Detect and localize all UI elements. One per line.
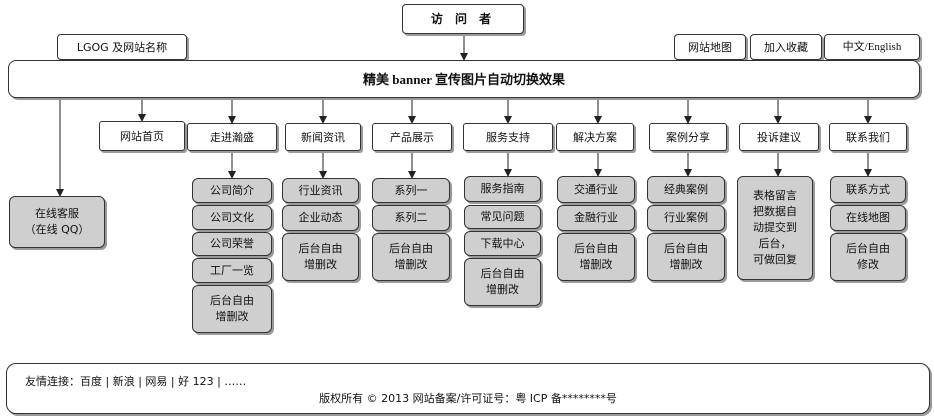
sub-menu-item[interactable]: 下载中心 [464, 231, 541, 256]
sub-menu-line: 系列一 [394, 183, 428, 197]
sub-menu-line: 后台自由 [298, 242, 343, 255]
sub-menu-line: 下载中心 [480, 236, 525, 250]
sub-menu-line: 金融行业 [574, 211, 618, 224]
nav-item[interactable]: 服务支持 [463, 123, 553, 151]
sub-menu-line: 工厂一览 [210, 263, 254, 277]
sub-menu-item[interactable]: 后台自由修改 [830, 233, 906, 281]
online-service-line: 在线客服 [35, 207, 79, 220]
sub-menu-line: 增删改 [579, 258, 613, 271]
sub-menu-line: 增删改 [304, 258, 337, 271]
sub-menu-item[interactable]: 联系方式 [830, 176, 906, 203]
nav-item[interactable]: 投诉建议 [739, 123, 819, 151]
sub-menu-line: 可做回复 [753, 253, 797, 266]
sub-menu-line: 后台， [758, 237, 792, 250]
sub-menu-item[interactable]: 行业案例 [647, 205, 725, 231]
language-switch-link[interactable]: 中文/English [824, 34, 920, 60]
sub-menu-item[interactable]: 经典案例 [647, 176, 725, 203]
sub-menu-line: 修改 [857, 258, 879, 271]
sub-menu-line: 后台自由 [664, 242, 708, 255]
sub-menu-item[interactable]: 交通行业 [557, 176, 635, 203]
friend-links[interactable]: 友情连接：百度 | 新浪 | 网易 | 好 123 | …… [25, 375, 247, 388]
nav-item[interactable]: 产品展示 [372, 123, 452, 151]
sub-menu-line: 把数据自 [753, 205, 797, 218]
nav-item[interactable]: 解决方案 [556, 123, 634, 151]
sub-menu-line: 企业动态 [298, 211, 343, 224]
sub-menu-line: 在线地图 [846, 211, 890, 224]
online-service-line: （在线 QQ） [24, 223, 90, 236]
sub-menu-item[interactable]: 行业资讯 [282, 178, 359, 203]
sub-menu-item[interactable]: 表格留言把数据自动提交到后台， 可做回复 [737, 176, 813, 280]
copyright-text: 版权所有 © 2013 网站备案/许可证号：粤 ICP 备********号 [319, 392, 617, 405]
sub-menu-line: 服务指南 [480, 182, 525, 195]
logo-site-name-box[interactable]: LGOG 及网站名称 [57, 34, 187, 60]
sub-menu-item[interactable]: 服务指南 [464, 176, 541, 202]
sub-menu-line: 表格留言 [753, 189, 797, 202]
sub-menu-item[interactable]: 公司简介 [192, 178, 272, 203]
sub-menu-item[interactable]: 企业动态 [282, 205, 359, 231]
sub-menu-item[interactable]: 后台自由增删改 [282, 233, 359, 281]
nav-item[interactable]: 案例分享 [649, 123, 727, 151]
sub-menu-item[interactable]: 在线地图 [830, 205, 906, 231]
sub-menu-line: 后台自由 [846, 242, 890, 255]
sub-menu-line: 交通行业 [574, 182, 618, 196]
sub-menu-line: 系列二 [394, 211, 428, 224]
sub-menu-line: 行业资讯 [298, 183, 343, 197]
sub-menu-line: 后台自由 [480, 267, 525, 280]
sub-menu-line: 动提交到 [753, 221, 797, 234]
sub-menu-item[interactable]: 后台自由增删改 [557, 233, 635, 281]
sub-menu-line: 后台自由 [210, 294, 254, 307]
sub-menu-item[interactable]: 后台自由增删改 [192, 285, 272, 333]
sub-menu-line: 增删改 [669, 258, 703, 271]
nav-item[interactable]: 走进瀚盛 [187, 123, 277, 151]
sub-menu-line: 公司文化 [210, 210, 254, 224]
sub-menu-line: 公司荣誉 [210, 237, 254, 250]
sub-menu-item[interactable]: 后台自由增删改 [464, 258, 541, 306]
banner-box: 精美 banner 宣传图片自动切换效果 [8, 60, 920, 98]
visitor-box: 访 问 者 [402, 4, 524, 34]
sub-menu-item[interactable]: 工厂一览 [192, 258, 272, 283]
sub-menu-item[interactable]: 常见问题 [464, 205, 541, 229]
nav-item[interactable]: 新闻资讯 [285, 123, 361, 151]
sub-menu-line: 联系方式 [846, 182, 890, 196]
sub-menu-item[interactable]: 后台自由增删改 [372, 233, 450, 281]
sub-menu-item[interactable]: 公司荣誉 [192, 232, 272, 256]
sub-menu-line: 增删改 [394, 258, 428, 271]
nav-item[interactable]: 网站首页 [99, 121, 185, 151]
sitemap-link[interactable]: 网站地图 [674, 34, 746, 60]
sub-menu-line: 常见问题 [480, 210, 525, 223]
sub-menu-line: 增删改 [215, 310, 249, 323]
sub-menu-line: 行业案例 [664, 211, 708, 224]
sub-menu-item[interactable]: 系列一 [372, 178, 450, 203]
add-favorite-link[interactable]: 加入收藏 [750, 34, 822, 60]
sub-menu-item[interactable]: 系列二 [372, 205, 450, 231]
sub-menu-line: 后台自由 [574, 242, 618, 255]
online-service-box[interactable]: 在线客服 （在线 QQ） [9, 196, 105, 248]
sub-menu-line: 经典案例 [664, 182, 708, 196]
sub-menu-line: 增删改 [486, 283, 519, 296]
sub-menu-item[interactable]: 公司文化 [192, 205, 272, 230]
footer-box: 友情连接：百度 | 新浪 | 网易 | 好 123 | …… 版权所有 © 20… [6, 363, 930, 414]
sub-menu-line: 公司简介 [210, 183, 254, 197]
sub-menu-item[interactable]: 后台自由增删改 [647, 233, 725, 281]
nav-item[interactable]: 联系我们 [829, 123, 907, 151]
sub-menu-line: 后台自由 [389, 242, 433, 255]
sub-menu-item[interactable]: 金融行业 [557, 205, 635, 231]
